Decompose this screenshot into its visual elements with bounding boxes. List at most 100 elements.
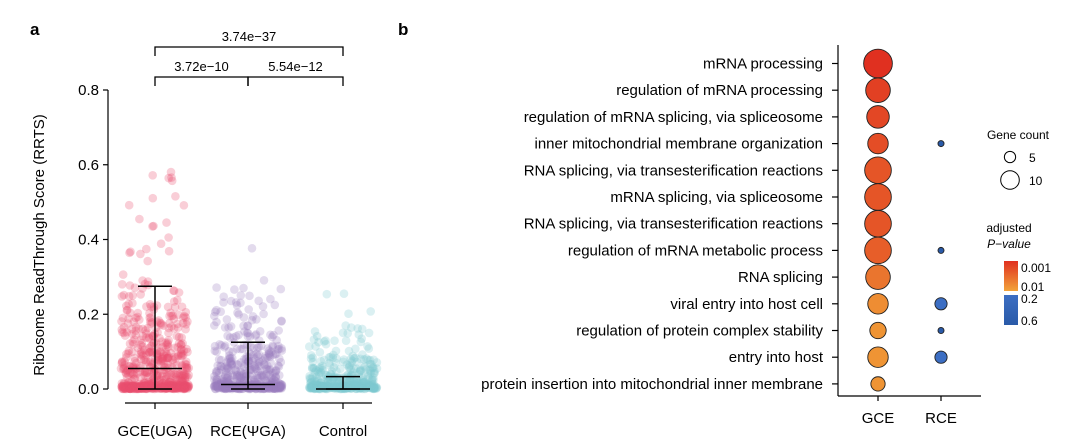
data-point <box>306 384 315 393</box>
data-point <box>326 383 336 392</box>
data-point <box>274 326 284 335</box>
data-point <box>344 346 354 356</box>
data-point <box>277 380 287 389</box>
data-point <box>211 379 220 388</box>
data-point <box>244 305 253 314</box>
data-point <box>319 355 329 365</box>
data-point <box>348 351 358 361</box>
data-point <box>323 381 333 390</box>
data-point <box>212 382 222 392</box>
data-point <box>138 324 148 334</box>
data-point <box>178 370 188 380</box>
term-label: regulation of mRNA metabolic process <box>568 242 823 259</box>
data-point <box>162 383 172 393</box>
data-point <box>225 375 235 385</box>
data-point <box>145 348 154 357</box>
data-point <box>154 379 163 389</box>
data-point <box>317 381 326 390</box>
data-point <box>170 383 179 392</box>
data-point <box>276 382 286 392</box>
data-point <box>125 384 134 393</box>
data-point <box>128 291 138 300</box>
data-point <box>370 381 379 391</box>
data-point <box>175 381 185 391</box>
data-point <box>117 292 127 301</box>
data-point <box>120 383 130 393</box>
data-point <box>174 339 184 348</box>
data-point <box>363 383 372 393</box>
data-point <box>155 375 165 384</box>
data-point <box>139 351 148 360</box>
data-point <box>308 372 318 382</box>
data-point <box>309 382 318 391</box>
data-point <box>124 381 134 390</box>
data-point <box>158 354 167 363</box>
p-value-label: 3.74e−37 <box>222 29 277 44</box>
data-point <box>245 381 254 390</box>
data-point <box>269 384 279 393</box>
data-point <box>182 363 191 372</box>
data-point <box>342 360 352 369</box>
data-point <box>308 357 318 367</box>
data-point <box>179 350 188 360</box>
data-point <box>166 348 176 358</box>
bracket <box>154 46 344 56</box>
data-point <box>265 381 274 391</box>
data-point <box>270 381 279 390</box>
data-point <box>228 383 237 393</box>
data-point <box>123 365 133 374</box>
data-point <box>356 366 365 376</box>
data-point <box>363 372 373 382</box>
x-tick-label: Control <box>319 423 367 440</box>
data-point <box>167 322 176 331</box>
data-point <box>313 374 322 384</box>
data-point <box>180 384 190 393</box>
data-point <box>315 348 325 357</box>
data-point <box>231 298 241 307</box>
data-point <box>222 376 232 385</box>
data-point <box>254 343 264 352</box>
data-point <box>266 358 275 367</box>
data-point <box>251 331 260 340</box>
data-point <box>274 381 283 391</box>
data-point <box>322 289 332 299</box>
data-point <box>272 349 281 359</box>
data-point <box>181 307 191 317</box>
data-point <box>128 381 137 391</box>
data-point <box>233 371 242 380</box>
data-point <box>119 384 128 394</box>
data-point <box>228 383 237 393</box>
data-point <box>372 358 382 367</box>
data-point <box>261 364 271 374</box>
data-point <box>331 346 341 356</box>
data-point <box>143 256 152 266</box>
data-point <box>221 371 230 380</box>
data-point <box>357 324 367 334</box>
data-point <box>122 349 131 359</box>
data-point <box>352 357 362 367</box>
data-point <box>362 354 371 363</box>
data-point <box>219 298 228 307</box>
data-point <box>217 376 226 385</box>
data-point <box>240 327 249 336</box>
data-point <box>172 360 181 370</box>
legend-color-title-1: adjusted <box>986 221 1031 235</box>
data-point <box>307 382 316 392</box>
data-point <box>166 377 175 387</box>
data-point <box>164 342 173 352</box>
data-point <box>276 381 285 391</box>
data-point <box>173 383 182 393</box>
data-point <box>122 301 131 311</box>
enrichment-dot <box>863 48 893 79</box>
data-point <box>177 348 186 358</box>
data-point <box>332 366 341 376</box>
data-point <box>117 381 127 391</box>
data-point <box>210 381 220 391</box>
data-point <box>118 384 127 394</box>
x-tick-label: RCE(ΨGA) <box>210 423 286 440</box>
data-point <box>170 375 179 384</box>
data-point <box>275 382 285 391</box>
data-point <box>269 383 279 393</box>
data-point <box>216 379 225 388</box>
data-point <box>251 330 261 339</box>
